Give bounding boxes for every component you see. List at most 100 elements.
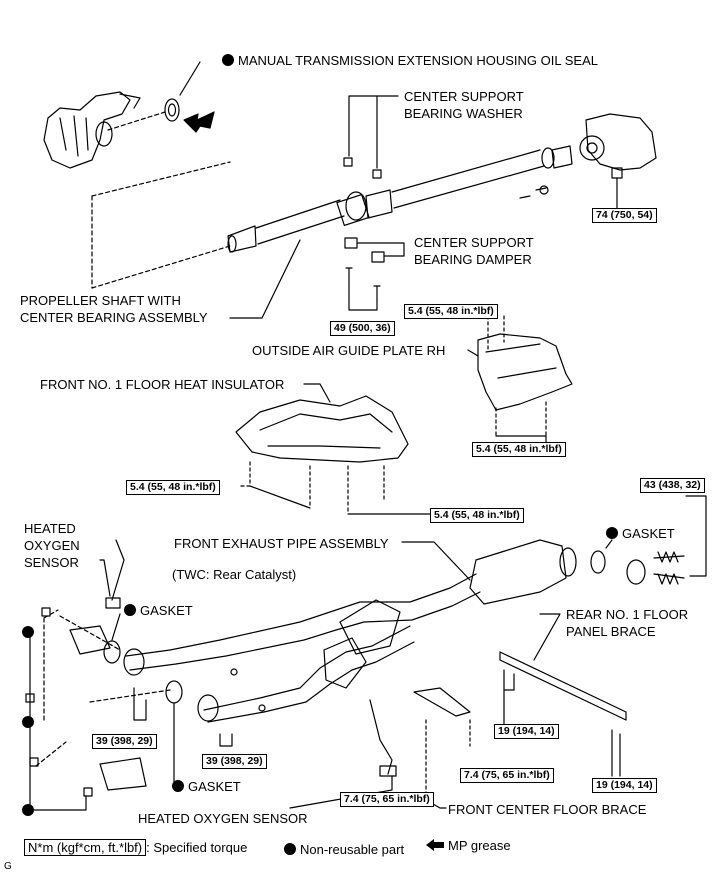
leader-gasket-top — [111, 613, 121, 641]
non-reusable-dot-icon — [606, 527, 618, 539]
dash-seal-link — [107, 111, 166, 131]
flange-right-shape — [626, 559, 646, 585]
leader-sensor-bottom — [289, 775, 393, 809]
torque-19-left: 19 (194, 14) — [494, 724, 559, 739]
torque-39-mid: 39 (398, 29) — [202, 754, 267, 769]
bolts-19-right — [611, 729, 621, 777]
leader-guide-label — [467, 349, 479, 357]
leader-insulator-left — [237, 461, 251, 487]
leader-sensor-top — [99, 559, 111, 597]
corner-mark: G — [4, 861, 12, 872]
torque-39-left: 39 (398, 29) — [92, 734, 157, 749]
torque-guide-top: 5.4 (55, 48 in.*lbf) — [404, 304, 498, 319]
label-gasket-right: GASKET — [606, 525, 675, 542]
leader-manifold-dots — [29, 629, 87, 811]
label-front-exhaust: FRONT EXHAUST PIPE ASSEMBLY — [174, 536, 389, 551]
torque-7-4-left: 7.4 (75, 65 in.*lbf) — [340, 792, 434, 807]
dash-manifold-left — [35, 609, 67, 767]
leader-43 — [685, 495, 707, 577]
spring-bolts — [653, 555, 685, 579]
label-oil-seal: MANUAL TRANSMISSION EXTENSION HOUSING OI… — [222, 52, 598, 69]
spring-upper — [657, 551, 679, 563]
non-reusable-dot-icon — [222, 54, 234, 66]
leader-guide-top — [487, 315, 505, 351]
leader-rear-brace — [533, 613, 561, 661]
leader-insulator-label — [303, 383, 331, 403]
label-heat-insulator: FRONT NO. 1 FLOOR HEAT INSULATOR — [40, 377, 285, 392]
legend-mp-grease: MP grease — [426, 837, 511, 854]
torque-43: 43 (438, 32) — [640, 478, 705, 493]
transmission-housing-sketch — [43, 91, 141, 169]
leader-oil-seal — [179, 61, 201, 96]
rear-washer — [539, 185, 549, 195]
label-front-center-brace: FRONT CENTER FLOOR BRACE — [448, 802, 647, 817]
leader-damper — [357, 242, 405, 257]
damper-right — [371, 251, 385, 263]
label-twc-note: (TWC: Rear Catalyst) — [172, 567, 297, 582]
torque-7-4-right: 7.4 (75, 65 in.*lbf) — [460, 768, 554, 783]
sensor-bottom-wire — [369, 699, 393, 775]
torque-49: 49 (500, 36) — [330, 321, 395, 336]
torque-guide-bottom: 5.4 (55, 48 in.*lbf) — [472, 442, 566, 457]
exhaust-pipe-sketch — [123, 539, 577, 723]
non-reusable-dot-icon — [172, 780, 184, 792]
oil-seal-sketch — [164, 98, 180, 122]
leader-guide-bottom-box — [495, 435, 547, 443]
dash-manifold-links — [59, 615, 171, 703]
leader-49 — [348, 291, 378, 311]
legend-non-reusable: Non-reusable part — [284, 841, 404, 858]
legend-torque: N*m (kgf*cm, ft.*lbf): Specified torque — [24, 839, 247, 856]
gasket-bottom-shape — [165, 680, 183, 704]
label-outside-air-guide: OUTSIDE AIR GUIDE PLATE RH — [252, 343, 446, 358]
propeller-shaft-sketch — [227, 145, 573, 253]
spring-lower — [657, 573, 679, 585]
damper-left — [344, 237, 358, 249]
leader-insulator-right — [347, 465, 385, 515]
non-reusable-dot-icon — [22, 804, 34, 816]
legend-torque-unit: N*m (kgf*cm, ft.*lbf) — [24, 839, 147, 856]
torque-insulator-left: 5.4 (55, 48 in.*lbf) — [126, 480, 220, 495]
nut-2 — [25, 693, 35, 703]
manifold-bottom-sketch — [99, 757, 147, 791]
front-center-brace-sketch — [413, 687, 471, 717]
torque-74: 74 (750, 54) — [592, 208, 657, 223]
dash-housing-bottom — [91, 245, 231, 289]
manifold-top-sketch — [69, 625, 111, 655]
bolts-19-left — [503, 669, 515, 725]
washer-right — [372, 169, 382, 179]
rear-brace-sketch — [499, 651, 627, 721]
nut-1 — [41, 607, 51, 617]
leader-exhaust-label — [401, 541, 471, 581]
mp-grease-arrow-icon — [426, 839, 444, 851]
torque-insulator-right: 5.4 (55, 48 in.*lbf) — [430, 508, 524, 523]
label-gasket-left-top: GASKET — [124, 602, 193, 619]
sensor-top-body — [105, 597, 121, 609]
leader-insulator-join — [249, 485, 311, 509]
mp-grease-arrow-icon — [183, 111, 215, 133]
leader-propeller — [229, 239, 301, 319]
leader-gasket-right — [605, 539, 613, 549]
torque-19-right: 19 (194, 14) — [592, 778, 657, 793]
rear-differential-sketch — [579, 113, 657, 171]
heat-insulator-sketch — [235, 395, 409, 463]
leader-brace — [425, 719, 471, 801]
bolts-39-left — [133, 687, 147, 721]
leader-guide-bottom — [495, 401, 547, 437]
dash-housing-top — [91, 161, 231, 197]
non-reusable-dot-icon — [284, 843, 296, 855]
air-guide-plate-sketch — [477, 333, 573, 411]
gasket-right-shape — [590, 550, 606, 574]
gasket-top-shape — [103, 640, 121, 664]
bolts-39-mid — [219, 733, 233, 747]
label-o2-sensor-bottom: HEATED OXYGEN SENSOR — [138, 811, 308, 826]
rear-bolts — [519, 187, 547, 199]
sensor-top-wire — [111, 539, 125, 601]
nut-3 — [29, 757, 39, 767]
